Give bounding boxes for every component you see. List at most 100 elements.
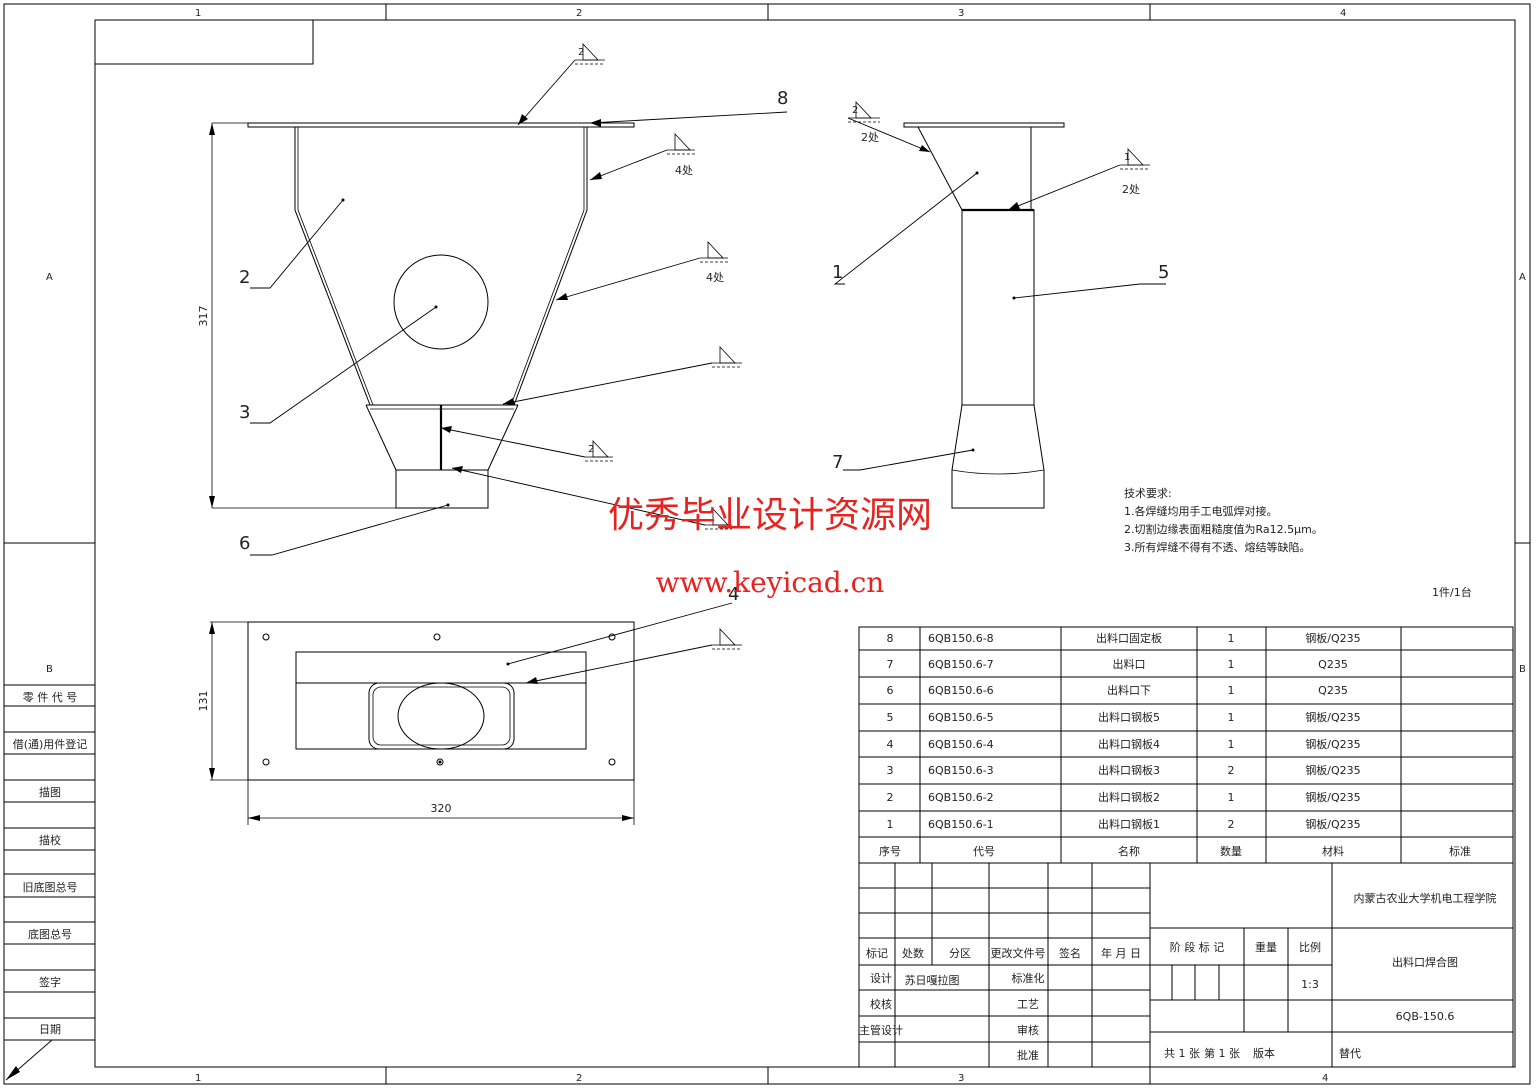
dim-height: 317	[197, 122, 396, 509]
bom-cell-material: Q235	[1318, 684, 1348, 697]
tech-requirements: 技术要求: 1.各焊缝均用手工电弧焊对接。 2.切割边缘表面粗糙度值为Ra12.…	[1124, 487, 1323, 554]
zone-col-2-top: 2	[576, 8, 582, 19]
zone-col-1-top: 1	[195, 8, 201, 19]
weight-label: 重量	[1255, 940, 1277, 954]
bom-cell-no: 6	[887, 684, 894, 697]
side-view-leaders	[833, 100, 1166, 471]
rev-mark: 标记	[866, 946, 888, 960]
tech-item-3: 3.所有焊缝不得有不透、熔结等缺陷。	[1124, 540, 1311, 554]
bom-cell-no: 2	[887, 791, 894, 804]
bom-cell-code: 6QB150.6-5	[928, 711, 994, 724]
zone-row-a-right: A	[1519, 272, 1526, 283]
bom-cell-qty: 1	[1228, 684, 1235, 697]
bom-row: 2 6QB150.6-2 出料口钢板2 1 钢板/Q235	[887, 790, 1361, 804]
bom-cell-no: 7	[887, 658, 894, 671]
front-view	[247, 122, 635, 509]
callout-6: 6	[239, 533, 250, 554]
sheets-total: 共 1 张	[1164, 1047, 1200, 1060]
callout-5: 5	[1158, 262, 1169, 283]
bom-cell-name: 出料口钢板5	[1098, 710, 1160, 724]
bom-header-code: 代号	[973, 845, 995, 858]
bom-header-name: 名称	[1118, 844, 1140, 858]
weld-size-side-top: 2	[852, 105, 858, 116]
strip-signature: 签字	[39, 975, 61, 989]
dim-depth-label: 131	[197, 691, 210, 712]
strip-date: 日期	[39, 1023, 61, 1036]
designer-name: 苏日嘎拉图	[905, 973, 960, 987]
bom-cell-no: 1	[887, 818, 894, 831]
strip-trace-check: 描校	[39, 833, 61, 847]
bom-cell-qty: 1	[1228, 632, 1235, 645]
bom-cell-material: 钢板/Q235	[1305, 790, 1360, 804]
approve-label: 批准	[1017, 1048, 1039, 1062]
weld-size-center: 2	[588, 444, 594, 455]
projection-box	[95, 20, 314, 65]
callout-7: 7	[832, 452, 843, 473]
stage-label: 阶 段 标 记	[1170, 940, 1225, 954]
process-label: 工艺	[1017, 998, 1039, 1011]
zone-row-b-right: B	[1519, 664, 1526, 675]
bom-cell-name: 出料口下	[1107, 683, 1151, 697]
rev-zone: 分区	[949, 947, 971, 960]
top-view-leaders	[506, 602, 742, 684]
rev-sign: 签名	[1059, 946, 1081, 960]
rev-count: 处数	[902, 947, 924, 960]
zone-col-3-bottom: 3	[958, 1073, 964, 1084]
bom-header-standard: 标准	[1449, 844, 1471, 858]
zone-col-4-bottom: 4	[1322, 1073, 1328, 1084]
bom-cell-code: 6QB150.6-8	[928, 632, 994, 645]
bom-cell-name: 出料口固定板	[1096, 631, 1162, 645]
dim-height-label: 317	[197, 306, 210, 327]
scale-value: 1:3	[1301, 978, 1319, 991]
bom-cell-qty: 2	[1228, 764, 1235, 777]
tech-heading: 技术要求:	[1124, 487, 1172, 500]
callout-3: 3	[239, 402, 250, 423]
callout-1: 1	[832, 262, 843, 283]
standardize-label: 标准化	[1012, 971, 1045, 985]
bom-header-row: 序号 代号 名称 数量 材料 标准	[879, 844, 1471, 858]
bom-cell-no: 5	[887, 711, 894, 724]
org-name: 内蒙古农业大学机电工程学院	[1354, 891, 1497, 905]
bom-cell-code: 6QB150.6-1	[928, 818, 994, 831]
bom-header-no: 序号	[879, 844, 901, 858]
bom-cell-name: 出料口钢板2	[1098, 790, 1160, 804]
bom-cell-name: 出料口钢板1	[1098, 817, 1160, 831]
sheet-no: 第 1 张	[1204, 1046, 1240, 1060]
strip-borrowed: 借(通)用件登记	[13, 737, 88, 751]
weld-qty-side-mid: 2处	[1122, 183, 1140, 196]
version-label: 版本	[1253, 1046, 1275, 1060]
zone-col-4-top: 4	[1340, 8, 1346, 19]
bom-cell-qty: 1	[1228, 791, 1235, 804]
check-label: 校核	[870, 997, 892, 1011]
design-label: 设计	[870, 972, 892, 985]
title-block: 标记 处数 分区 更改文件号 签名 年 月 日 设计 苏日嘎拉图 标准化 校核 …	[858, 862, 1514, 1068]
dim-width-label: 320	[431, 802, 452, 815]
zone-row-a-left: A	[46, 272, 53, 283]
bom-cell-qty: 1	[1228, 658, 1235, 671]
drawing-number: 6QB-150.6	[1396, 1010, 1455, 1023]
watermark-url: www.keyicad.cn	[656, 566, 885, 599]
tech-item-1: 1.各焊缝均用手工电弧焊对接。	[1124, 504, 1278, 518]
bom-cell-no: 3	[887, 764, 894, 777]
zone-col-2-bottom: 2	[576, 1073, 582, 1084]
bom-cell-code: 6QB150.6-3	[928, 764, 994, 777]
callout-2: 2	[239, 267, 250, 288]
bom-cell-material: Q235	[1318, 658, 1348, 671]
top-view	[247, 621, 635, 781]
scale-label: 比例	[1299, 940, 1321, 954]
weld-qty-vertical: 4处	[675, 164, 693, 177]
side-strip: 零 件 代 号 借(通)用件登记 描图 描校 旧底图总号 底图总号 签字 日期	[4, 684, 95, 1081]
inspection-circle	[393, 254, 489, 350]
bom-cell-material: 钢板/Q235	[1305, 737, 1360, 751]
quantity-note: 1件/1台	[1432, 585, 1472, 599]
tech-item-2: 2.切割边缘表面粗糙度值为Ra12.5μm。	[1124, 522, 1323, 536]
bom-cell-code: 6QB150.6-2	[928, 791, 994, 804]
callout-4: 4	[728, 584, 739, 605]
bom-cell-code: 6QB150.6-6	[928, 684, 994, 697]
zone-col-1-bottom: 1	[195, 1073, 201, 1084]
